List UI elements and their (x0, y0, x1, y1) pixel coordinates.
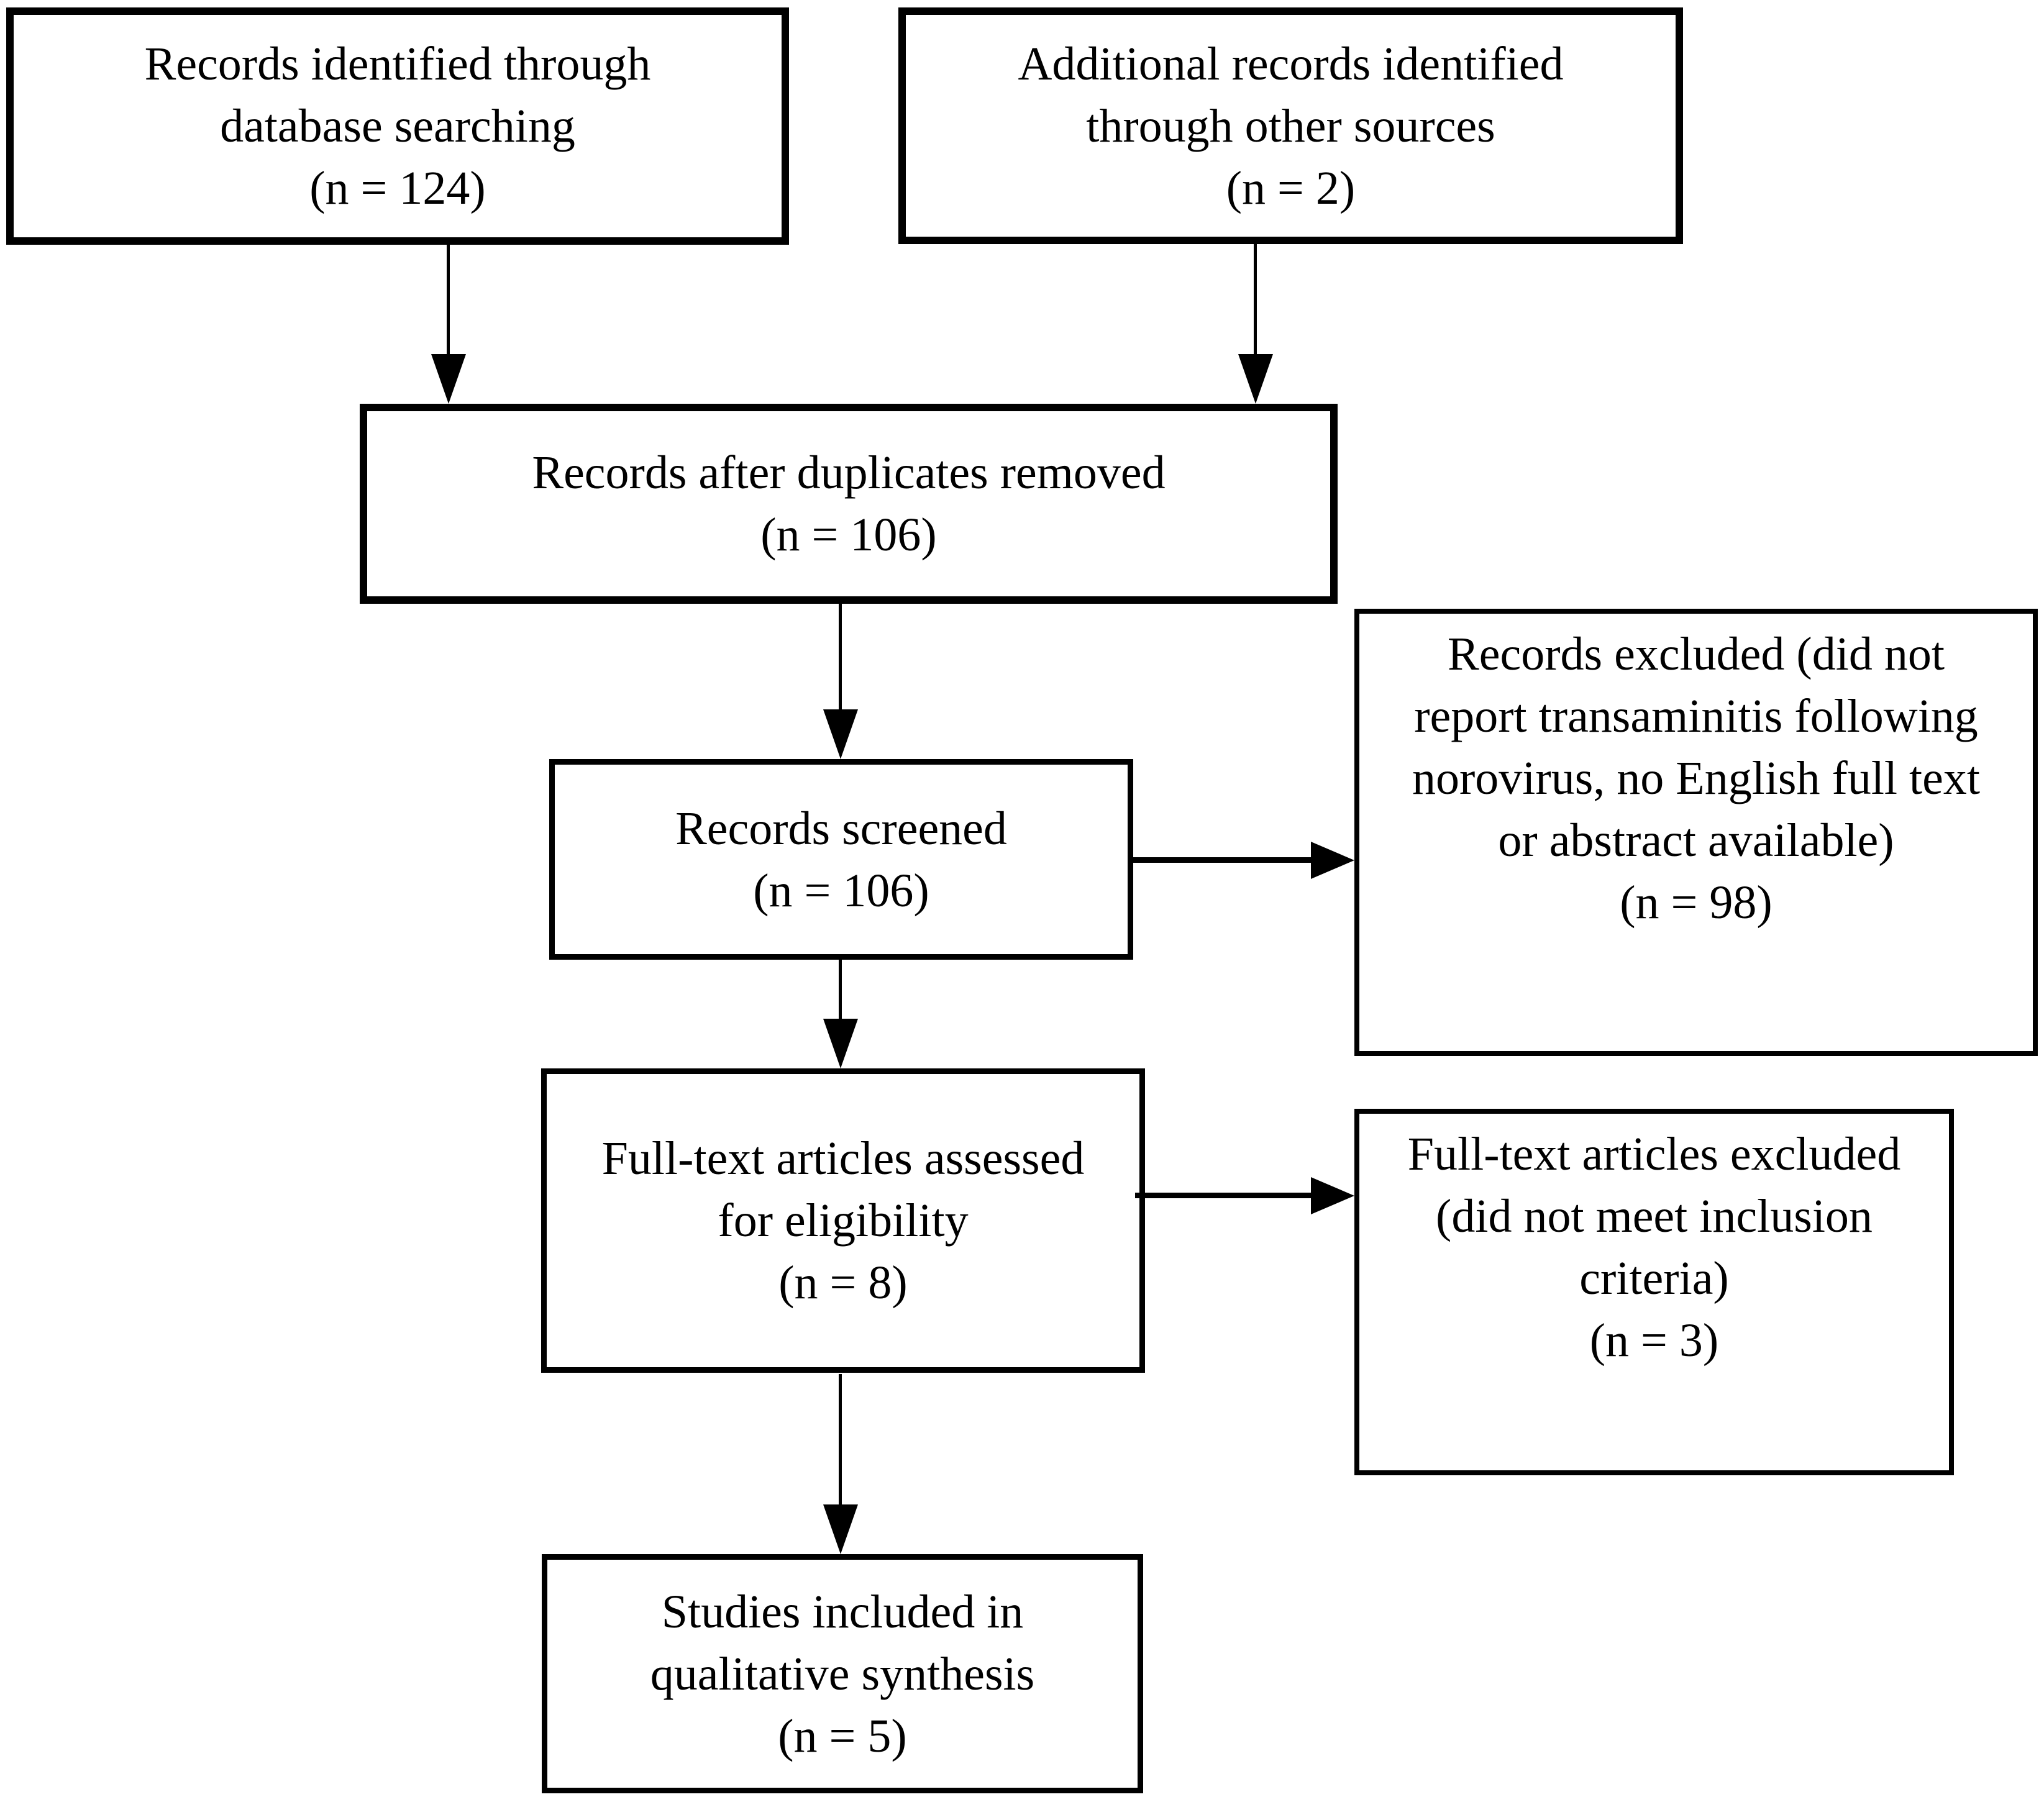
box-fulltext-assessed-label: Full-text articles assessed for eligibil… (601, 1132, 1085, 1309)
box-fulltext-excluded: Full-text articles excluded (did not mee… (1354, 1109, 1954, 1475)
arrow-duplicates-to-screened-head (823, 709, 858, 759)
box-fulltext-assessed: Full-text articles assessed for eligibil… (541, 1068, 1145, 1373)
arrow-assessed-to-included-line (839, 1374, 842, 1504)
arrow-screened-to-excluded-line (1133, 857, 1311, 863)
box-studies-included-label: Studies included in qualitative synthesi… (650, 1585, 1035, 1762)
box-studies-included: Studies included in qualitative synthesi… (542, 1554, 1143, 1793)
box-additional-records-label: Additional records identified through ot… (1018, 37, 1564, 214)
box-records-excluded-label: Records excluded (did not report transam… (1412, 628, 1981, 929)
arrow-identified-to-duplicates-head (431, 354, 466, 404)
box-records-screened: Records screened (n = 106) (549, 759, 1133, 960)
box-additional-records: Additional records identified through ot… (898, 7, 1683, 244)
box-after-duplicates: Records after duplicates removed (n = 10… (360, 404, 1338, 604)
arrow-assessed-to-included-head (823, 1504, 858, 1554)
box-after-duplicates-label: Records after duplicates removed (n = 10… (532, 447, 1166, 561)
arrow-duplicates-to-screened-line (839, 604, 842, 709)
arrow-additional-to-duplicates-head (1238, 354, 1273, 404)
box-records-excluded: Records excluded (did not report transam… (1354, 609, 2038, 1056)
box-records-screened-label: Records screened (n = 106) (675, 802, 1007, 917)
arrow-assessed-to-excluded-line (1135, 1193, 1311, 1198)
arrow-screened-to-assessed-line (839, 960, 842, 1019)
arrow-additional-to-duplicates-line (1254, 244, 1257, 354)
box-fulltext-excluded-label: Full-text articles excluded (did not mee… (1407, 1128, 1901, 1367)
arrow-identified-to-duplicates-line (447, 245, 450, 354)
arrow-assessed-to-excluded-head (1311, 1177, 1354, 1214)
box-records-identified: Records identified through database sear… (6, 7, 789, 245)
arrow-screened-to-assessed-head (823, 1019, 858, 1068)
box-records-identified-label: Records identified through database sear… (144, 38, 651, 214)
arrow-screened-to-excluded-head (1311, 842, 1354, 879)
